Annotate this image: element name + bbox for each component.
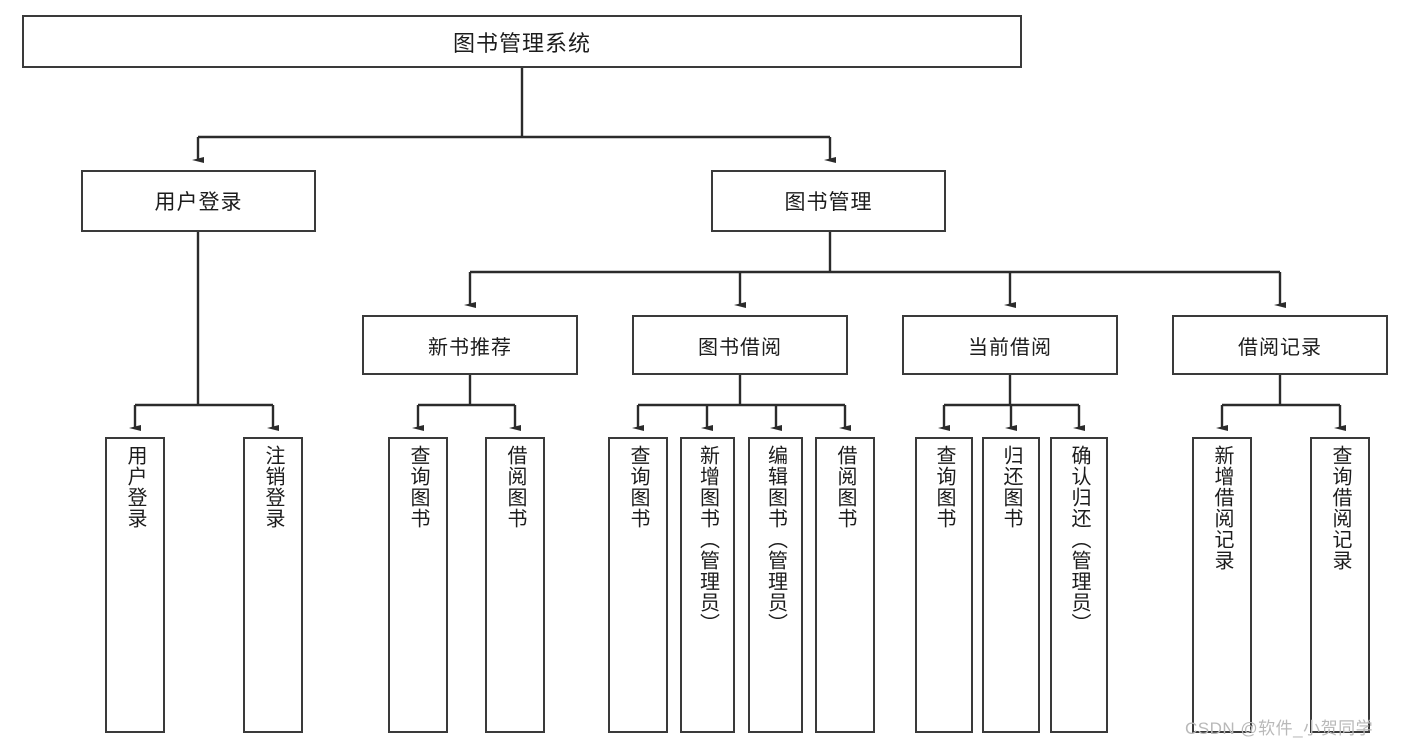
node-book-borrow-label: 图书借阅: [698, 336, 782, 359]
watermark: CSDN @软件_小贺同学: [1185, 719, 1374, 738]
node-new-book-recommend-label: 新书推荐: [428, 336, 512, 359]
leaf-current-confirm-return-admin-label: 确认归还（管理员）: [1068, 445, 1090, 634]
node-book-management-label: 图书管理: [784, 191, 873, 214]
leaf-borrow-add-book-admin-label: 新增图书（管理员）: [696, 445, 719, 634]
leaf-current-return-book-label: 归还图书: [1000, 445, 1022, 529]
leaf-record-query-record-label: 查询借阅记录: [1329, 445, 1351, 571]
leaf-recommend-borrow-book-label: 借阅图书: [504, 445, 526, 529]
leaf-user-login-login[interactable]: 用户登录: [105, 437, 165, 733]
leaf-current-return-book[interactable]: 归还图书: [982, 437, 1040, 733]
leaf-recommend-query-book[interactable]: 查询图书: [388, 437, 448, 733]
node-current-borrow-label: 当前借阅: [968, 336, 1052, 359]
leaf-record-add-record-label: 新增借阅记录: [1211, 445, 1233, 571]
node-book-management[interactable]: 图书管理: [711, 170, 946, 232]
node-new-book-recommend[interactable]: 新书推荐: [362, 315, 578, 375]
leaf-borrow-edit-book-admin[interactable]: 编辑图书（管理员）: [748, 437, 803, 733]
leaf-user-login-logout[interactable]: 注销登录: [243, 437, 303, 733]
leaf-borrow-borrow-book[interactable]: 借阅图书: [815, 437, 875, 733]
node-user-login[interactable]: 用户登录: [81, 170, 316, 232]
leaf-record-add-record[interactable]: 新增借阅记录: [1192, 437, 1252, 733]
leaf-borrow-edit-book-admin-label: 编辑图书（管理员）: [764, 445, 787, 634]
node-root-label: 图书管理系统: [452, 30, 591, 56]
leaf-recommend-query-book-label: 查询图书: [407, 445, 429, 529]
leaf-current-query-book-label: 查询图书: [933, 445, 955, 529]
leaf-borrow-borrow-book-label: 借阅图书: [834, 445, 856, 529]
leaf-borrow-add-book-admin[interactable]: 新增图书（管理员）: [680, 437, 735, 733]
leaf-user-login-logout-label: 注销登录: [262, 445, 284, 529]
leaf-current-query-book[interactable]: 查询图书: [915, 437, 973, 733]
leaf-borrow-query-book-label: 查询图书: [627, 445, 649, 529]
node-book-borrow[interactable]: 图书借阅: [632, 315, 848, 375]
node-current-borrow[interactable]: 当前借阅: [902, 315, 1118, 375]
leaf-borrow-query-book[interactable]: 查询图书: [608, 437, 668, 733]
node-user-login-label: 用户登录: [154, 191, 243, 214]
leaf-user-login-login-label: 用户登录: [124, 445, 146, 529]
node-borrow-record[interactable]: 借阅记录: [1172, 315, 1388, 375]
leaf-record-query-record[interactable]: 查询借阅记录: [1310, 437, 1370, 733]
leaf-recommend-borrow-book[interactable]: 借阅图书: [485, 437, 545, 733]
node-root-system[interactable]: 图书管理系统: [22, 15, 1022, 68]
node-borrow-record-label: 借阅记录: [1238, 336, 1322, 359]
leaf-current-confirm-return-admin[interactable]: 确认归还（管理员）: [1050, 437, 1108, 733]
